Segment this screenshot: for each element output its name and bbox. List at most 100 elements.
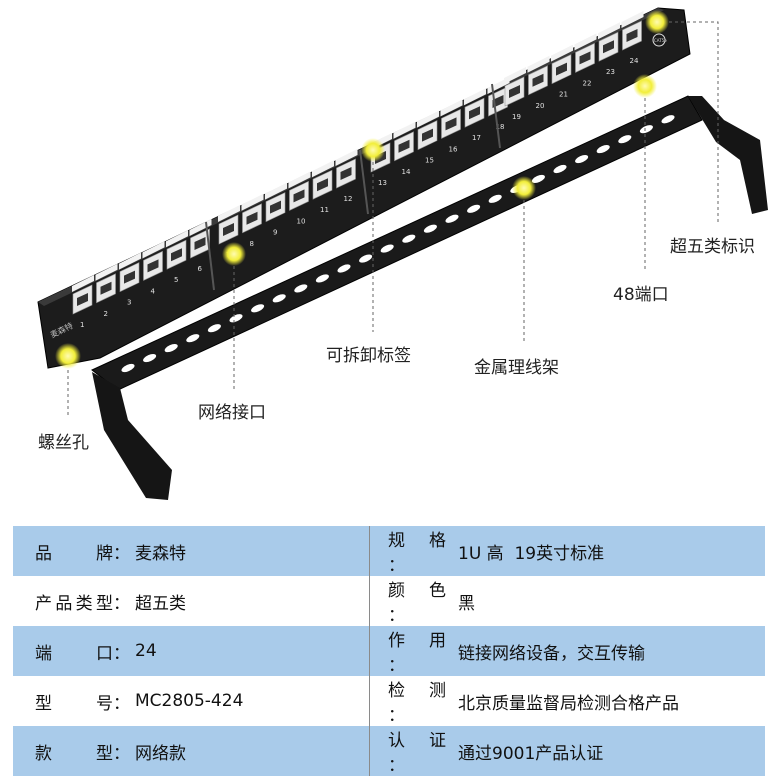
port-number: 24 bbox=[630, 57, 639, 65]
bar-slot bbox=[639, 125, 653, 134]
spec-value-inspection: 北京质量监督局检测合格产品 bbox=[458, 676, 765, 726]
rj45-port-opening bbox=[398, 139, 410, 153]
spec-table: 品牌： 麦森特 规格： 1U 高 19英寸标准 产品类型： 超五类 颜色： 黑 … bbox=[13, 526, 765, 776]
port-label-strip bbox=[598, 22, 620, 40]
spec-key-size: 规格 bbox=[388, 531, 446, 551]
port-number: 16 bbox=[449, 145, 458, 153]
bar-slot bbox=[661, 115, 675, 124]
rj45-port-opening bbox=[246, 211, 258, 225]
cat5e-badge-text: CAT5e bbox=[654, 38, 667, 43]
rj45-port-opening bbox=[293, 189, 305, 203]
bar-slot bbox=[488, 194, 502, 203]
rj45-port-opening bbox=[422, 128, 433, 142]
port-number: 3 bbox=[127, 299, 131, 307]
port-label-strip bbox=[417, 110, 439, 128]
port-label-strip bbox=[312, 160, 334, 178]
spec-row: 款型： 网络款 认证： 通过9001产品认证 bbox=[13, 726, 765, 776]
group-dividers bbox=[205, 83, 501, 291]
highlights bbox=[55, 10, 669, 369]
port-number: 11 bbox=[320, 206, 329, 214]
spec-row: 品牌： 麦森特 规格： 1U 高 19英寸标准 bbox=[13, 526, 765, 576]
bar-slot bbox=[272, 294, 286, 303]
spec-key-certification: 认证 bbox=[388, 731, 446, 751]
port-label-strip bbox=[464, 88, 486, 106]
port-number: 15 bbox=[425, 157, 434, 165]
bar-slot bbox=[337, 264, 351, 273]
port-number: 20 bbox=[536, 102, 545, 110]
bar-slot bbox=[423, 224, 437, 233]
port-number: 5 bbox=[174, 276, 178, 284]
spec-key-style: 款型 bbox=[35, 743, 113, 764]
port-number: 10 bbox=[297, 217, 306, 225]
right-bracket-hook bbox=[688, 96, 768, 214]
port-label-strip bbox=[504, 67, 526, 84]
left-bracket-hook bbox=[92, 372, 172, 500]
bar-slots bbox=[121, 115, 675, 373]
port-label-strip bbox=[393, 121, 416, 139]
rj45-port-opening bbox=[532, 73, 544, 87]
bar-slot bbox=[164, 344, 178, 353]
callout-network-port: 网络接口 bbox=[198, 403, 266, 423]
port-number: 18 bbox=[496, 123, 505, 131]
port-groups: 123456789101112131415161718192021222324 bbox=[72, 11, 644, 329]
rj45-port-opening bbox=[223, 223, 234, 236]
port-number: 22 bbox=[583, 79, 592, 87]
port-label-strip bbox=[335, 149, 358, 166]
rj45-port-opening bbox=[124, 270, 135, 284]
port-number: 17 bbox=[472, 134, 481, 142]
port-number: 14 bbox=[402, 168, 411, 176]
rj45-port-opening bbox=[147, 259, 159, 273]
port-label-strip bbox=[72, 275, 94, 292]
port-number: 2 bbox=[104, 310, 108, 318]
bar-slot bbox=[380, 244, 394, 253]
port-number: 9 bbox=[273, 229, 277, 237]
bar-slot bbox=[575, 154, 589, 164]
rj45-port-opening bbox=[317, 178, 328, 192]
callout-removable-label: 可拆卸标签 bbox=[326, 346, 411, 366]
bar-slot bbox=[596, 145, 610, 154]
spec-key-function: 作用 bbox=[388, 631, 446, 651]
rj45-port-opening bbox=[77, 293, 88, 306]
port-number: 19 bbox=[512, 113, 521, 121]
spec-key-inspection: 检测 bbox=[388, 681, 446, 701]
bar-slot bbox=[553, 164, 567, 174]
bar-slot bbox=[251, 304, 265, 313]
port-number: 4 bbox=[151, 287, 156, 295]
rj45-port-opening bbox=[270, 200, 281, 214]
callout-metal-bracket: 金属理线架 bbox=[474, 358, 559, 378]
spec-key-category: 产品类型 bbox=[35, 593, 113, 614]
port-number: 13 bbox=[378, 179, 387, 187]
port-label-strip bbox=[142, 241, 165, 259]
spec-value-model: MC2805-424 bbox=[135, 676, 369, 726]
port-label-strip bbox=[551, 44, 573, 62]
port-label-strip bbox=[241, 193, 264, 211]
port-label-strip bbox=[527, 55, 550, 73]
port-number: 21 bbox=[559, 91, 568, 99]
rj45-port-opening bbox=[194, 237, 206, 250]
bar-slot bbox=[186, 334, 200, 343]
port-label-strip bbox=[265, 182, 287, 200]
spec-value-function: 链接网络设备，交互传输 bbox=[458, 626, 765, 676]
leader-lines bbox=[67, 21, 719, 418]
bar-slot bbox=[229, 314, 243, 323]
rj45-port-opening bbox=[100, 281, 112, 295]
rj45-port-opening bbox=[603, 40, 614, 54]
rj45-port-opening bbox=[469, 106, 480, 120]
port-label-strip bbox=[621, 11, 644, 28]
bar-slot bbox=[531, 174, 545, 184]
rj45-port-opening bbox=[509, 85, 520, 98]
spec-value-category: 超五类 bbox=[135, 576, 369, 626]
callout-screw-hole: 螺丝孔 bbox=[38, 433, 89, 453]
bar-slot bbox=[207, 324, 221, 333]
spec-value-brand: 麦森特 bbox=[135, 526, 369, 576]
spec-value-size: 1U 高 19英寸标准 bbox=[458, 526, 765, 576]
bar-slot bbox=[618, 135, 632, 144]
spec-row: 端口： 24 作用： 链接网络设备，交互传输 bbox=[13, 626, 765, 676]
port-label-strip bbox=[574, 33, 597, 51]
bar-slot bbox=[294, 284, 308, 293]
bar-slot bbox=[445, 214, 459, 223]
spec-key-ports: 端口 bbox=[35, 643, 113, 664]
spec-value-ports: 24 bbox=[135, 626, 369, 676]
patch-panel-illustration: 123456789101112131415161718192021222324 … bbox=[37, 7, 768, 500]
spec-key-color: 颜色 bbox=[388, 581, 446, 601]
